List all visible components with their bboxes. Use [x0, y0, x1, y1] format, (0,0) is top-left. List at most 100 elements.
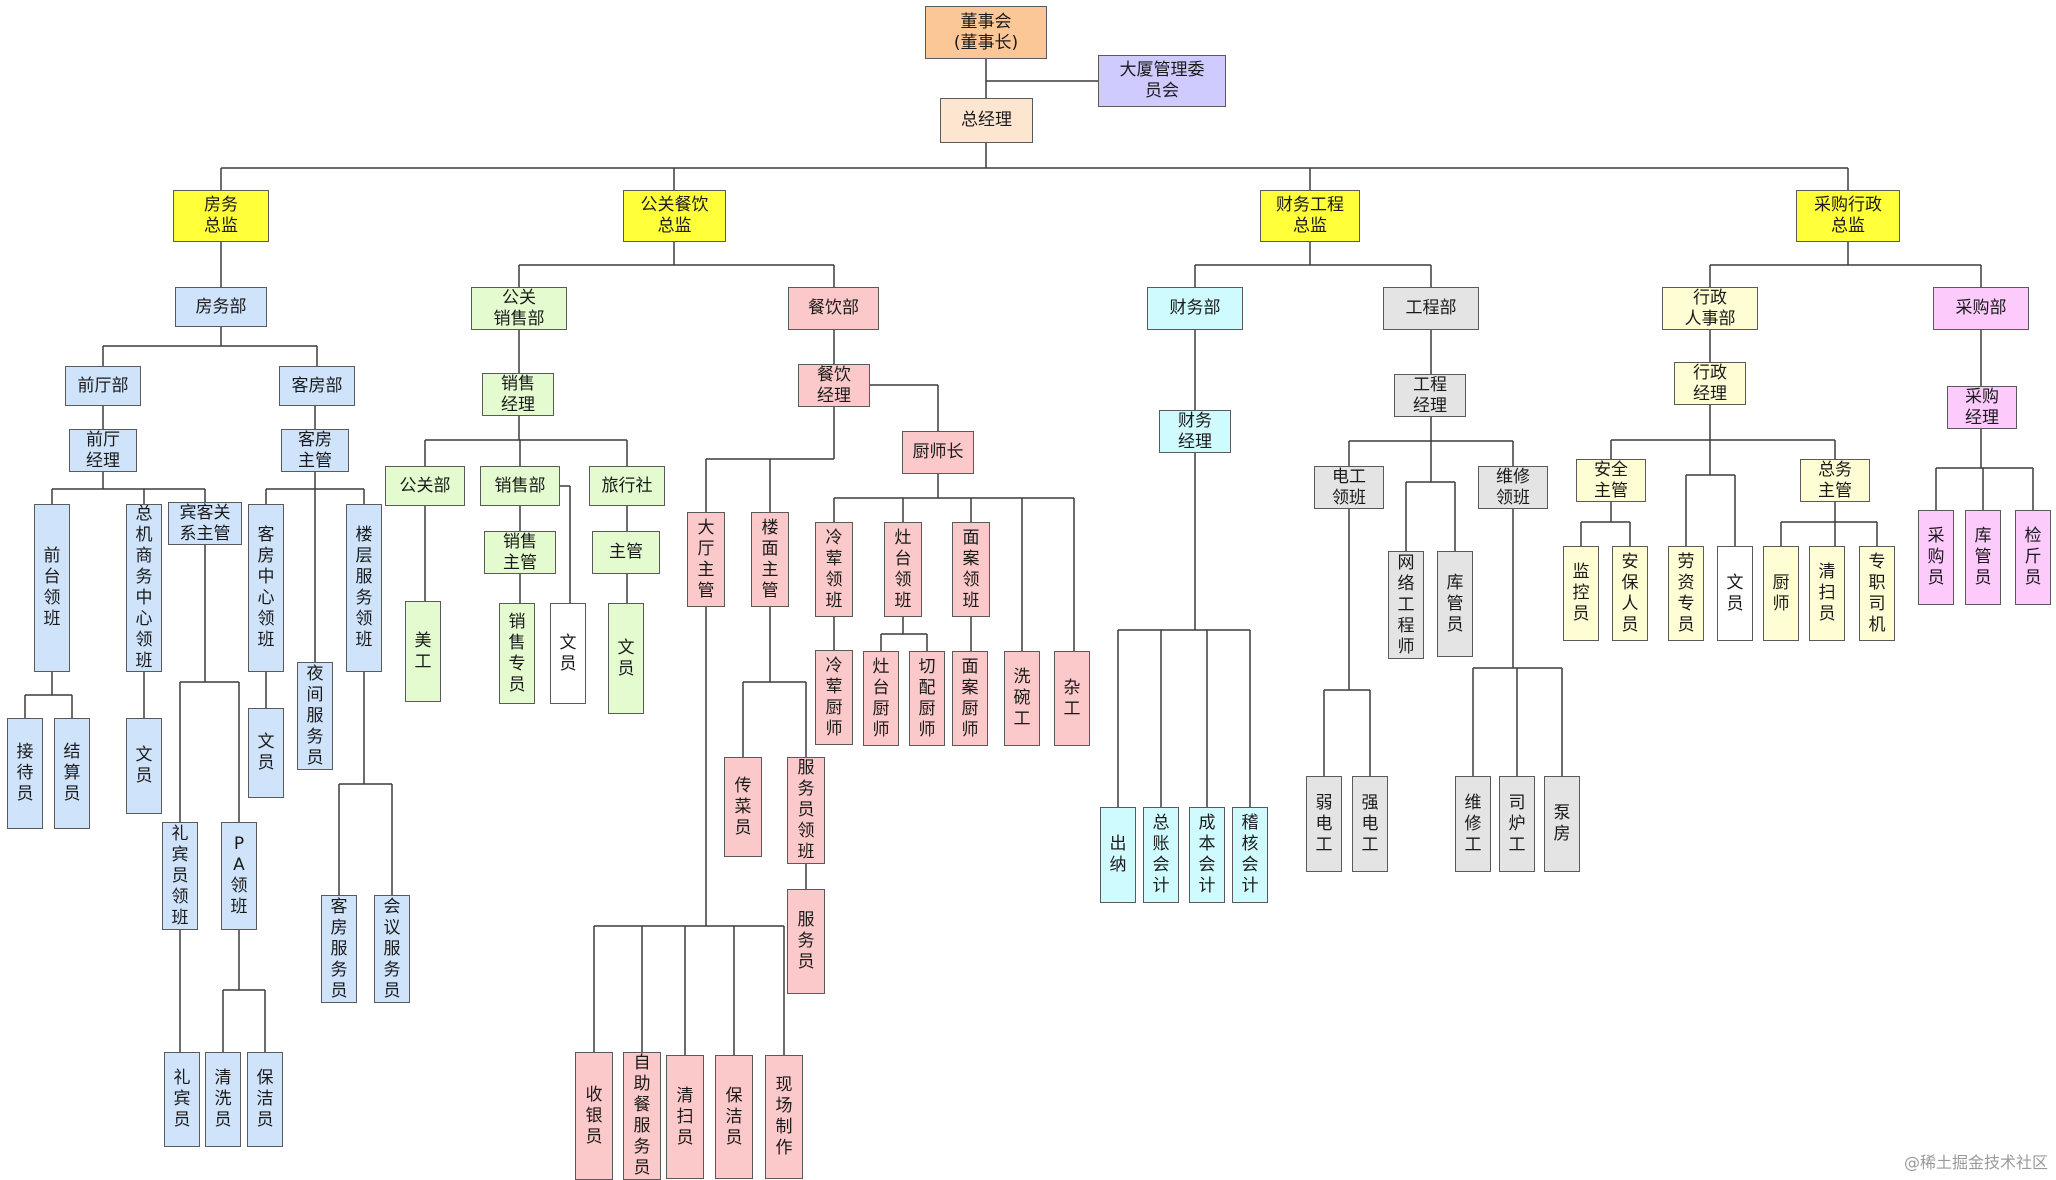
- org-node-label: 文员: [135, 745, 153, 786]
- org-node-label: 公关部: [399, 475, 451, 496]
- org-node-label: 采购行政 总监: [1814, 195, 1882, 236]
- org-node-label: 检斤员: [2024, 526, 2042, 588]
- org-node-kffwy: 客房服务员: [321, 895, 357, 1003]
- org-node-label: 维修 领班: [1496, 466, 1530, 508]
- org-node-label: 稽核会计: [1241, 813, 1259, 896]
- org-node-jty: 检斤员: [2015, 510, 2051, 605]
- org-node-label: 旅行社: [601, 475, 653, 496]
- org-node-label: 销售 经理: [501, 373, 535, 415]
- org-node-wlgcs: 网络工程师: [1388, 551, 1424, 659]
- org-node-label: 文员: [617, 637, 635, 679]
- org-node-ztcs: 灶台厨师: [863, 651, 899, 746]
- org-node-zjsw: 总机商务中心领班: [126, 504, 162, 672]
- org-node-qdg: 强电工: [1352, 776, 1388, 872]
- org-node-committee: 大厦管理委 员会: [1098, 55, 1226, 107]
- org-node-aq-sup: 安全 主管: [1576, 459, 1646, 502]
- org-node-jsy: 结算员: [54, 718, 90, 829]
- org-node-label: 餐饮部: [808, 298, 859, 318]
- org-node-syy: 收银员: [575, 1052, 613, 1180]
- org-node-gm: 总经理: [940, 98, 1033, 143]
- org-node-label: 保洁员: [256, 1068, 274, 1130]
- org-node-cs: 厨师: [1763, 546, 1799, 641]
- org-node-label: 客房 主管: [298, 429, 332, 471]
- org-node-bkgx: 宾客关 系主管: [168, 502, 242, 545]
- org-node-label: 厨师: [1772, 572, 1790, 614]
- org-node-kgy-gc: 库管员: [1437, 551, 1473, 657]
- org-node-label: 房务 总监: [204, 195, 238, 236]
- org-node-wy-xz: 文员: [1717, 546, 1753, 641]
- org-node-zzcfwy: 自助餐服务员: [623, 1052, 661, 1180]
- org-node-label: 总机商务中心领班: [135, 504, 153, 671]
- org-node-label: 劳资专员: [1677, 551, 1695, 635]
- org-node-label: 维修工: [1464, 792, 1482, 855]
- org-node-label: 切配厨师: [918, 656, 936, 740]
- org-node-label: 行政 经理: [1693, 362, 1727, 404]
- org-node-label: 房务部: [195, 296, 247, 317]
- org-node-xz-mgr: 行政 经理: [1674, 362, 1746, 405]
- org-node-label: 餐饮 经理: [817, 364, 851, 406]
- org-node-label: 灶台领班: [894, 527, 912, 611]
- org-node-qtlb: 前台领班: [34, 504, 70, 672]
- org-node-label: 泵房: [1553, 803, 1571, 844]
- org-node-wxg: 维修工: [1455, 776, 1491, 872]
- org-node-wxlb: 维修 领班: [1478, 466, 1548, 509]
- org-node-macs: 面案厨师: [952, 651, 988, 746]
- org-node-malb: 面案领班: [952, 522, 990, 617]
- org-node-cbkj: 成本会计: [1189, 807, 1225, 903]
- org-node-kfzx: 客房中心领班: [248, 504, 284, 672]
- org-node-label: 财务工程 总监: [1276, 195, 1344, 236]
- org-node-label: 传菜员: [734, 775, 752, 838]
- org-node-wy-lx: 文员: [608, 603, 644, 714]
- org-node-label: 保洁员: [725, 1085, 743, 1148]
- org-node-qt-mgr: 前厅 经理: [69, 429, 137, 472]
- org-node-label: 自助餐服务员: [633, 1053, 651, 1178]
- org-node-xczz: 现场制作: [765, 1055, 803, 1179]
- org-node-label: 工程 经理: [1413, 374, 1447, 416]
- org-node-label: 财务部: [1169, 298, 1221, 318]
- org-node-label: 前厅部: [77, 375, 129, 396]
- org-node-label: 安保人员: [1621, 551, 1639, 635]
- org-node-label: 总务 主管: [1818, 459, 1852, 501]
- org-node-label: 行政 人事部: [1684, 287, 1736, 329]
- org-node-label: 洗碗工: [1013, 667, 1031, 729]
- org-node-zw-sup: 总务 主管: [1800, 459, 1870, 502]
- org-node-label: 收银员: [585, 1084, 603, 1147]
- org-node-qxy: 清洗员: [205, 1052, 241, 1147]
- org-node-label: 面案领班: [962, 527, 980, 611]
- org-node-fw-dir: 房务 总监: [173, 190, 269, 242]
- org-node-label: 安全 主管: [1594, 459, 1628, 501]
- org-node-label: PA领班: [230, 834, 248, 917]
- org-node-lx-sup: 主管: [592, 531, 660, 574]
- org-node-jdy: 接待员: [7, 718, 43, 829]
- org-node-lby: 礼宾员: [164, 1052, 200, 1147]
- org-node-mg: 美工: [405, 601, 441, 702]
- org-node-label: 库管员: [1974, 526, 1992, 588]
- org-node-wy-zj: 文员: [126, 718, 162, 814]
- org-node-xs-sup: 销售 主管: [484, 531, 556, 574]
- org-node-label: 董事会 (董事长): [953, 11, 1019, 53]
- org-node-label: 楼面主管: [761, 517, 779, 601]
- org-node-lby-lb: 礼宾员领班: [162, 822, 198, 930]
- org-node-lmzg: 楼面主管: [751, 512, 789, 607]
- org-node-label: 文员: [257, 732, 275, 773]
- org-node-label: 网络工程师: [1397, 552, 1415, 657]
- org-node-fwylb: 服务员领班: [787, 757, 825, 864]
- org-node-label: 总经理: [961, 110, 1012, 130]
- org-node-label: 礼宾员领班: [171, 823, 189, 928]
- org-node-jhkj: 稽核会计: [1232, 807, 1268, 903]
- org-node-kgy-cg: 库管员: [1965, 510, 2001, 605]
- org-node-label: 楼层服务领班: [355, 525, 373, 650]
- org-node-qtb: 前厅部: [65, 366, 141, 406]
- org-node-label: 客房部: [291, 375, 343, 396]
- org-node-label: 采购 经理: [1965, 386, 1999, 428]
- org-node-label: 财务 经理: [1178, 410, 1212, 452]
- org-node-label: 服务员领班: [797, 758, 815, 862]
- org-node-fwb: 房务部: [175, 287, 267, 327]
- org-node-lzzy: 劳资专员: [1668, 546, 1704, 641]
- org-node-label: 销售 主管: [503, 531, 537, 573]
- org-node-rdg: 弱电工: [1306, 776, 1342, 872]
- org-node-gcb: 工程部: [1383, 287, 1479, 330]
- org-node-cw-mgr: 财务 经理: [1159, 410, 1231, 453]
- org-node-xszy: 销售专员: [499, 603, 535, 704]
- org-node-slg: 司炉工: [1499, 776, 1535, 872]
